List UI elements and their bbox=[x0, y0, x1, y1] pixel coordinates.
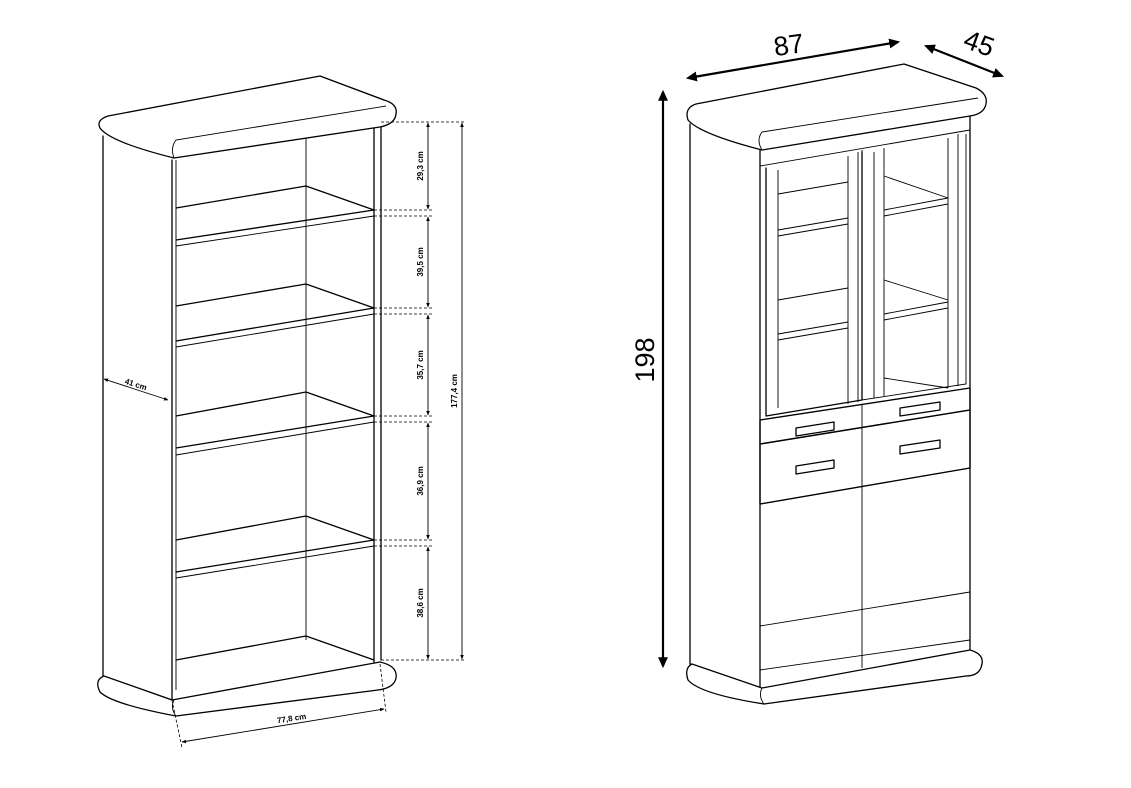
compartment-label-1: 29,3 cm bbox=[416, 151, 425, 180]
lower-doors bbox=[759, 467, 971, 668]
drawer-handles bbox=[795, 401, 941, 475]
shelf-total-height-label: 177,4 cm bbox=[450, 374, 459, 408]
compartment-label-3: 35,7 cm bbox=[416, 350, 425, 379]
shelf-extension-lines bbox=[374, 121, 466, 661]
compartment-label-2: 39,5 cm bbox=[416, 247, 425, 276]
shelf-compartment-dimensions: 29,3 cm 39,5 cm 35,7 cm 36,9 cm 38,6 cm bbox=[416, 122, 430, 660]
compartment-label-5: 38,6 cm bbox=[416, 588, 425, 617]
shelf-lines bbox=[175, 185, 375, 661]
compartment-label-4: 36,9 cm bbox=[416, 466, 425, 495]
display-cabinet-drawing: 87 45 198 bbox=[630, 24, 1005, 705]
cabinet-width-label: 87 bbox=[772, 28, 806, 62]
shelf-width-label: 77,8 cm bbox=[276, 712, 306, 725]
cabinet-depth-label: 45 bbox=[960, 24, 998, 62]
shelf-depth-label: 41 cm bbox=[124, 377, 148, 393]
cabinet-height-label: 198 bbox=[630, 337, 660, 382]
shelf-unit-drawing: 41 cm 77,8 cm 29,3 cm 39,5 cm bbox=[97, 75, 466, 749]
glass-doors bbox=[765, 134, 967, 417]
drawers bbox=[759, 387, 971, 505]
